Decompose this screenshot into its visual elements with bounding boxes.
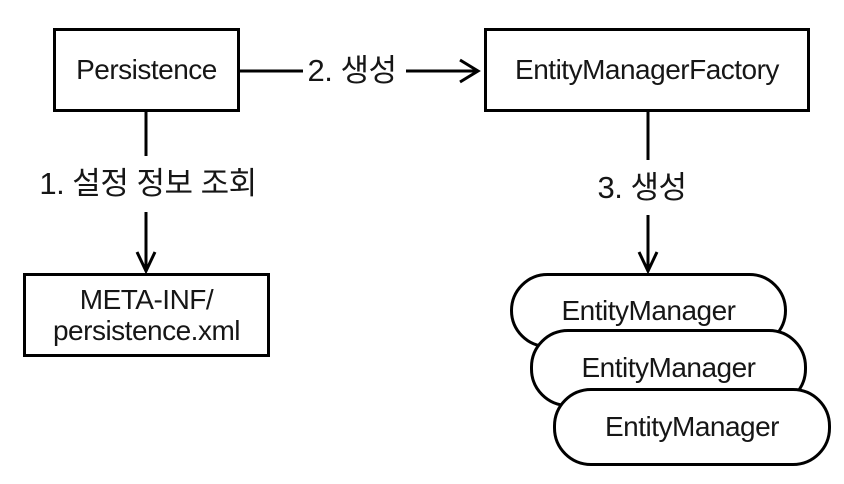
arrowhead-right-icon bbox=[459, 58, 481, 84]
node-entity-manager-2-label: EntityManager bbox=[581, 352, 756, 383]
edge-step2 bbox=[240, 58, 481, 84]
edge-step2-label: 2. 생성 bbox=[307, 53, 397, 88]
persistence-xml-path-line1: META-INF/ bbox=[79, 284, 214, 315]
edge-step3-label: 3. 생성 bbox=[597, 170, 687, 205]
arrowhead-down-icon bbox=[637, 251, 659, 275]
node-persistence-label: Persistence bbox=[76, 54, 217, 85]
edge-step1 bbox=[135, 112, 157, 275]
node-entity-manager-factory-label: EntityManagerFactory bbox=[515, 54, 779, 85]
node-entity-manager-factory: EntityManagerFactory bbox=[484, 28, 810, 112]
edge-step1-label: 1. 설정 정보 조회 bbox=[39, 166, 257, 201]
node-entity-manager-3: EntityManager bbox=[553, 388, 831, 466]
persistence-xml-path-line2: persistence.xml bbox=[52, 315, 241, 346]
node-entity-manager-3-label: EntityManager bbox=[604, 411, 780, 442]
node-persistence-xml: META-INF/ persistence.xml bbox=[23, 273, 270, 357]
node-persistence: Persistence bbox=[53, 28, 240, 112]
node-entity-manager-1-label: EntityManager bbox=[561, 294, 736, 326]
edge-step3 bbox=[637, 112, 659, 275]
node-persistence-xml-label: META-INF/ persistence.xml bbox=[52, 284, 241, 346]
arrowhead-down-icon bbox=[135, 251, 157, 275]
